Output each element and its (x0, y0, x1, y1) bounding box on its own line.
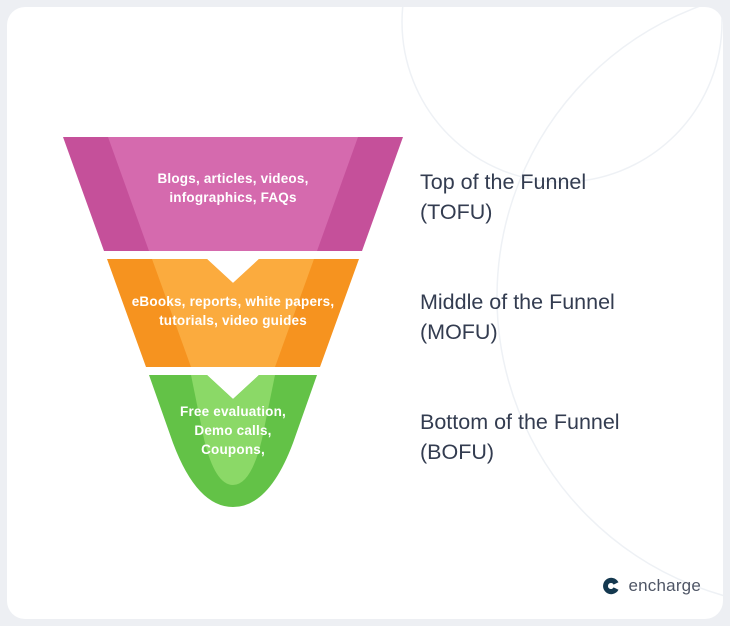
bofu-content-line: Free evaluation, (180, 404, 286, 419)
decorative-circle-top (401, 7, 723, 183)
bofu-content-line: Demo calls, (194, 423, 272, 438)
label-tofu-line: (TOFU) (420, 200, 493, 224)
encharge-icon-shape (602, 577, 618, 595)
bofu-content-line: Coupons, (201, 442, 265, 457)
mofu-content-line: eBooks, reports, white papers, (131, 294, 335, 309)
encharge-logo: encharge (600, 575, 702, 597)
tofu-content-line: infographics, FAQs (169, 190, 297, 205)
label-tofu-line: Top of the Funnel (420, 170, 587, 194)
funnel-segment-tofu-inner (108, 137, 358, 251)
funnel-stage-mofu-text: eBooks, reports, white papers, tutorials… (55, 292, 411, 330)
infographic-card: Blogs, articles, videos, infographics, F… (7, 7, 723, 619)
label-bofu-line: Bottom of the Funnel (420, 410, 620, 434)
tofu-content-line: Blogs, articles, videos, (157, 171, 309, 186)
funnel-segment-mofu-inner (152, 259, 314, 367)
label-bofu-line: (BOFU) (420, 440, 495, 464)
encharge-logo-icon (602, 577, 618, 595)
mofu-content-line: tutorials, video guides (159, 313, 307, 328)
funnel-shapes (63, 137, 403, 507)
label-mofu: Middle of the Funnel (MOFU) (420, 287, 720, 347)
funnel-stage-bofu-text: Free evaluation, Demo calls, Coupons, (55, 402, 411, 459)
label-mofu-line: Middle of the Funnel (420, 290, 615, 314)
label-mofu-line: (MOFU) (420, 320, 498, 344)
label-bofu: Bottom of the Funnel (BOFU) (420, 407, 720, 467)
funnel-segment-bofu-inner (191, 375, 275, 485)
encharge-logo-text: encharge (628, 576, 701, 595)
label-tofu: Top of the Funnel (TOFU) (420, 167, 720, 227)
funnel-diagram: Blogs, articles, videos, infographics, F… (55, 129, 411, 514)
funnel-stage-tofu-text: Blogs, articles, videos, infographics, F… (55, 169, 411, 207)
